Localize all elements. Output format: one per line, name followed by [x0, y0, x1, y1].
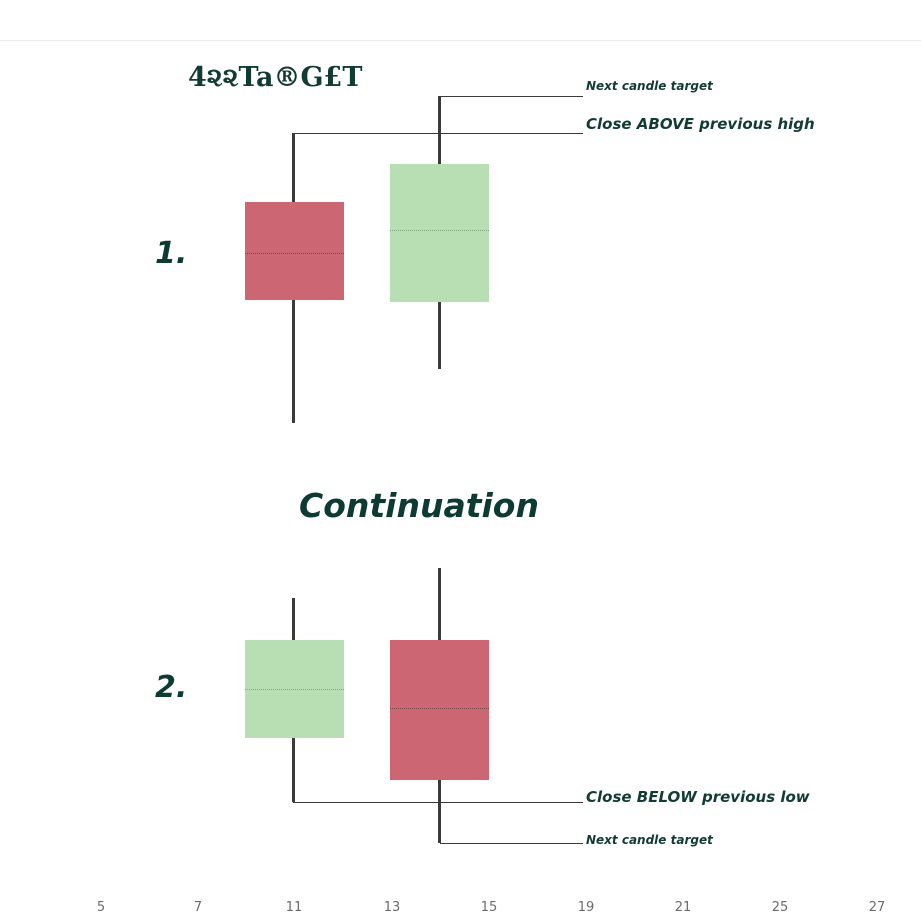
candle-2-midline	[390, 230, 489, 231]
candle-2-body-bullish	[390, 164, 489, 302]
candle-1-midline	[245, 253, 344, 254]
candle-4-body-bearish	[390, 640, 489, 780]
candle-3-body-bullish	[245, 640, 344, 738]
axis-tick: 15	[480, 900, 498, 915]
axis-tick: 5	[96, 900, 106, 915]
leader-line-next-candle-target-bottom	[440, 843, 583, 844]
candle-4-midline	[390, 708, 489, 709]
x-axis: 5 7 11 13 15 19 21 25 27	[0, 900, 921, 921]
candle-1-body-bearish	[245, 202, 344, 300]
axis-tick: 7	[193, 900, 203, 915]
annotation-next-candle-target-top: Next candle target	[586, 79, 713, 93]
axis-tick: 25	[771, 900, 789, 915]
section-title-continuation: Continuation	[299, 486, 539, 525]
axis-tick: 19	[577, 900, 595, 915]
axis-tick: 11	[285, 900, 303, 915]
axis-tick: 21	[674, 900, 692, 915]
axis-tick: 27	[868, 900, 886, 915]
annotation-close-above-previous-high: Close ABOVE previous high	[586, 115, 815, 133]
leader-line-next-candle-target-top	[440, 96, 583, 97]
row-number-2: 2.	[155, 670, 188, 705]
candle-3-midline	[245, 689, 344, 690]
page-title: 4૨૨Ta®G£T	[188, 62, 363, 93]
row-number-1: 1.	[155, 236, 188, 271]
header-divider	[0, 40, 921, 41]
leader-line-close-below-previous-low	[293, 802, 583, 803]
annotation-next-candle-target-bottom: Next candle target	[586, 833, 713, 847]
axis-tick: 13	[383, 900, 401, 915]
annotation-close-below-previous-low: Close BELOW previous low	[586, 788, 810, 806]
